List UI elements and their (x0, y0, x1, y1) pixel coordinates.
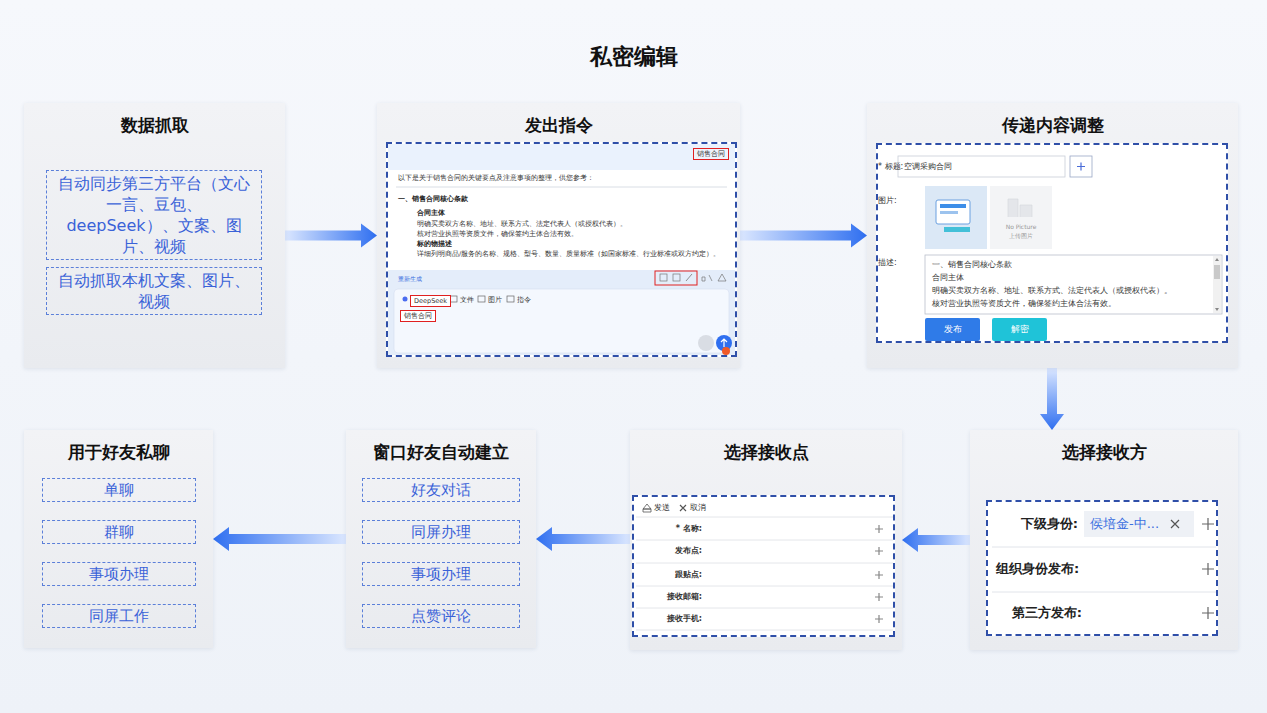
step-panel: 数据抓取自动同步第三方平台（文心一言、豆包、deepSeek）、文案、图片、视频… (24, 103, 285, 368)
ui-text: * 名称: (638, 523, 702, 534)
ui-text: 下级身份: (992, 515, 1078, 533)
screenshot-illustration (878, 145, 1226, 341)
ui-text: 详细列明商品/服务的名称、规格、型号、数量、质量标准（如国家标准、行业标准或双方… (417, 250, 720, 259)
ui-text: 组织身份发布: (996, 560, 1079, 578)
ui-text: 合同主体 (932, 272, 964, 283)
ui-text: No Picture (990, 223, 1052, 231)
ui-text: 以下是关于销售合同的关键要点及注意事项的整理，供您参考： (398, 174, 594, 183)
step-panel: 传递内容调整 * 标题: 空调采购合同图片: No Picture上传图片描述: 一、销… (867, 103, 1238, 368)
box-label: 事项办理 (89, 565, 149, 583)
box-label: 同屏工作 (89, 607, 149, 625)
ui-text: 核对营业执照等资质文件，确保签约主体合法有效。 (932, 298, 1116, 309)
step-panel: 选择接收点发送 取消 * 名称: 发布点: 跟贴点: 接收邮箱: 接收手机: (630, 430, 902, 650)
ui-text: 销售合同 (693, 148, 729, 160)
screenshot-chat: 销售合同以下是关于销售合同的关键要点及注意事项的整理，供您参考：一、销售合同核心… (386, 142, 737, 357)
panel-heading: 用于好友私聊 (24, 441, 213, 464)
panel-heading: 数据抓取 (24, 114, 285, 137)
feature-box: 同屏工作 (42, 604, 196, 628)
step-panel: 窗口好友自动建立好友对话同屏办理事项办理点赞评论 (346, 430, 536, 648)
box-label: 单聊 (104, 481, 134, 499)
ui-text: 第三方发布: (996, 604, 1082, 622)
panel-heading: 窗口好友自动建立 (346, 441, 536, 464)
flow-arrow (902, 528, 970, 552)
ui-text: 图片 (488, 296, 502, 305)
feature-box: 点赞评论 (362, 604, 520, 628)
flow-arrow (285, 224, 377, 248)
ui-text: 空调采购合同 (904, 161, 952, 172)
ui-text: 图片: (878, 195, 920, 206)
box-label: 群聊 (104, 523, 134, 541)
feature-box: 群聊 (42, 520, 196, 544)
step-panel: 选择接收方下级身份: 侯培金-中... 组织身份发布: 第三方发布: (970, 430, 1238, 650)
panel-heading: 发出指令 (377, 114, 740, 137)
ui-text: 侯培金-中... (1090, 515, 1159, 533)
screenshot-form: * 标题: 空调采购合同图片: No Picture上传图片描述: 一、销售合同核心条… (876, 143, 1228, 343)
ui-text: 描述: (878, 257, 920, 268)
screenshot-recipient: 下级身份: 侯培金-中... 组织身份发布: 第三方发布: (986, 500, 1218, 636)
ui-text: 核对营业执照等资质文件，确保签约主体合法有效。 (417, 230, 578, 239)
box-label: 同屏办理 (411, 523, 471, 541)
flow-arrow (1040, 368, 1064, 430)
feature-box: 自动抓取本机文案、图片、视频 (46, 267, 262, 315)
feature-box: 事项办理 (362, 562, 520, 586)
panel-heading: 选择接收点 (630, 441, 902, 464)
feature-box: 事项办理 (42, 562, 196, 586)
box-label: 事项办理 (411, 565, 471, 583)
feature-box: 同屏办理 (362, 520, 520, 544)
ui-text: 指令 (517, 296, 531, 305)
box-label: 自动同步第三方平台（文心一言、豆包、deepSeek）、文案、图片、视频 (53, 173, 255, 257)
ui-text: 跟贴点: (638, 569, 702, 580)
ui-text: 重新生成 (398, 275, 422, 283)
screenshot-endpoint: 发送 取消 * 名称: 发布点: 跟贴点: 接收邮箱: 接收手机: (632, 495, 895, 637)
diagram-title: 私密编辑 (0, 42, 1267, 72)
feature-box: 单聊 (42, 478, 196, 502)
ui-text: 合同主体 (417, 209, 445, 218)
step-panel: 发出指令销售合同以下是关于销售合同的关键要点及注意事项的整理，供您参考：一、销售… (377, 103, 740, 368)
ui-text: 接收邮箱: (638, 591, 702, 602)
ui-text: * 标题: (878, 161, 895, 172)
box-label: 自动抓取本机文案、图片、视频 (53, 270, 255, 312)
step-panel: 用于好友私聊单聊群聊事项办理同屏工作 (24, 430, 213, 648)
ui-text: 一、销售合同核心条款 (932, 259, 1012, 270)
ui-text: 标的物描述 (417, 240, 452, 249)
ui-text: DeepSeek (410, 295, 451, 307)
flow-arrow (740, 224, 867, 248)
panel-heading: 选择接收方 (970, 441, 1238, 464)
ui-text: 发布 (925, 318, 980, 341)
feature-box: 好友对话 (362, 478, 520, 502)
flow-arrow (536, 527, 630, 551)
ui-text: 销售合同 (400, 310, 436, 322)
box-label: 点赞评论 (411, 607, 471, 625)
ui-text: 发送 (654, 502, 670, 513)
ui-text: 上传图片 (990, 232, 1052, 240)
flow-arrow (213, 527, 346, 551)
ui-text: 取消 (690, 502, 706, 513)
box-label: 好友对话 (411, 481, 471, 499)
ui-text: 文件 (460, 296, 474, 305)
ui-text: 明确买卖双方名称、地址、联系方式、法定代表人（或授权代表）。 (932, 285, 1172, 296)
ui-text: 解密 (992, 318, 1047, 341)
ui-text: 接收手机: (638, 613, 702, 624)
ui-text: 明确买卖双方名称、地址、联系方式、法定代表人（或授权代表）。 (417, 220, 627, 229)
ui-text: 一、销售合同核心条款 (398, 195, 468, 204)
feature-box: 自动同步第三方平台（文心一言、豆包、deepSeek）、文案、图片、视频 (46, 170, 262, 260)
panel-heading: 传递内容调整 (867, 114, 1238, 137)
ui-text: 发布点: (638, 545, 702, 556)
